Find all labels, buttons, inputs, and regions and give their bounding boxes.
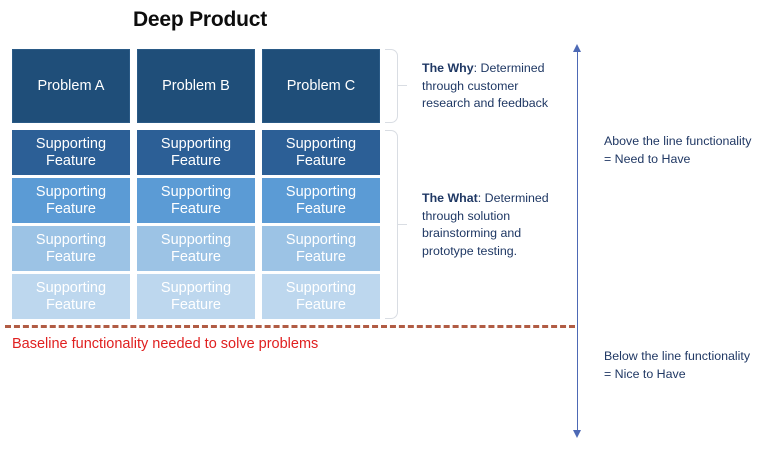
problem-box-b-label: Problem B <box>162 77 230 94</box>
problem-box-a-label: Problem A <box>37 77 105 94</box>
annotation-the-what-lead: The What <box>422 191 478 205</box>
problem-box-a[interactable]: Problem A <box>12 49 130 123</box>
problem-box-b[interactable]: Problem B <box>137 49 255 123</box>
side-note-below-line: Below the line functionality = Nice to H… <box>604 349 751 381</box>
arrow-vertical-line <box>576 51 579 431</box>
baseline-dashed-line <box>5 325 575 328</box>
arrow-down-head <box>573 430 581 438</box>
bracket-why-tick <box>398 85 407 87</box>
problem-box-c-label: Problem C <box>286 77 356 94</box>
page-title: Deep Product <box>132 8 268 31</box>
annotation-the-why-lead: The Why <box>422 61 474 75</box>
annotation-the-why: The Why: Determined through customer res… <box>422 60 562 113</box>
annotation-the-what: The What: Determined through solution br… <box>422 190 562 260</box>
bracket-what <box>385 130 398 319</box>
side-note-above-line: Above the line functionality = Need to H… <box>604 134 752 166</box>
annotation-the-what-rest: : Determined through solution brainstorm… <box>422 191 549 258</box>
annotation-the-why-rest: : Determined through customer research a… <box>422 61 549 111</box>
arrow-up-head <box>573 44 581 52</box>
bracket-why <box>385 49 398 123</box>
bracket-what-tick <box>398 224 407 226</box>
problem-box-c[interactable]: Problem C <box>262 49 380 123</box>
baseline-text: Baseline functionality needed to solve p… <box>12 336 319 352</box>
